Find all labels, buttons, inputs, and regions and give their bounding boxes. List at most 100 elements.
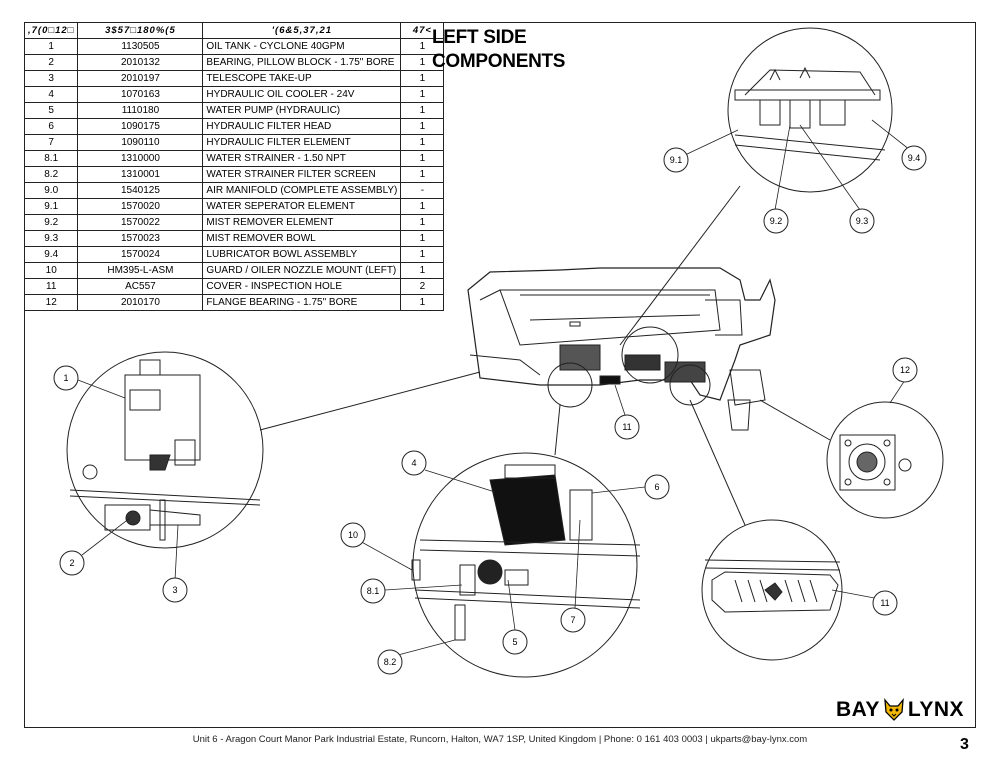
cell-item: 3	[23, 70, 79, 87]
cell-part-number: 1310001	[77, 166, 204, 183]
cell-part-number: 1310000	[77, 150, 204, 167]
cell-description: COVER - INSPECTION HOLE	[202, 278, 402, 295]
cell-item: 10	[23, 262, 79, 279]
cell-item: 11	[23, 278, 79, 295]
detail-oil-tank	[66, 351, 264, 549]
cell-description: HYDRAULIC FILTER HEAD	[202, 118, 402, 135]
cell-part-number: 1570023	[77, 230, 204, 247]
cell-part-number: 1130505	[77, 38, 204, 55]
callout-label: 1	[63, 373, 68, 383]
cell-item: 9.1	[23, 198, 79, 215]
callout-label: 10	[348, 530, 358, 540]
cell-part-number: 1090175	[77, 118, 204, 135]
cell-qty: 1	[400, 166, 445, 183]
cell-part-number: AC557	[77, 278, 204, 295]
cell-qty: 1	[400, 230, 445, 247]
callout-label: 6	[654, 482, 659, 492]
cell-description: LUBRICATOR BOWL ASSEMBLY	[202, 246, 402, 263]
bay-lynx-logo: BAY LYNX	[836, 698, 964, 722]
detail-inspection-cover	[701, 519, 843, 661]
page-title: LEFT SIDE COMPONENTS	[432, 26, 565, 74]
callout-label: 11	[880, 598, 889, 608]
machine-body	[467, 267, 776, 431]
callout-label: 9.4	[908, 153, 921, 163]
header-part-number: 3$57□180%(5	[77, 22, 204, 39]
cell-item: 5	[23, 102, 79, 119]
cell-item: 1	[23, 38, 79, 55]
title-line-2: COMPONENTS	[432, 51, 566, 72]
header-item: ,7(0□12□	[23, 22, 79, 39]
cell-qty: 1	[400, 118, 445, 135]
cell-part-number: 1110180	[77, 102, 204, 119]
callout-bubbles	[53, 145, 927, 675]
callout-label: 9.3	[856, 216, 869, 226]
cell-item: 9.2	[23, 214, 79, 231]
cell-item: 7	[23, 134, 79, 151]
logo-text-right: LYNX	[907, 698, 965, 721]
cell-description: WATER SEPERATOR ELEMENT	[202, 198, 402, 215]
callout-label: 3	[172, 585, 177, 595]
callout-label: 2	[69, 558, 74, 568]
cell-part-number: 2010170	[77, 294, 204, 311]
lynx-head-icon	[884, 698, 904, 721]
callout-label: 8.2	[384, 657, 397, 667]
callout-label: 8.1	[367, 586, 380, 596]
title-line-1: LEFT SIDE	[432, 27, 527, 48]
cell-description: MIST REMOVER ELEMENT	[202, 214, 402, 231]
cell-part-number: HM395-L-ASM	[77, 262, 204, 279]
table-header-row: ,7(0□12□ 3$57□180%(5 '(6&5,37,21 47<	[23, 22, 445, 39]
detail-cooler-pump	[411, 452, 641, 678]
cell-qty: 1	[400, 102, 445, 119]
cell-description: OIL TANK - CYCLONE 40GPM	[202, 38, 402, 55]
cell-qty: 1	[400, 214, 445, 231]
page-number: 3	[960, 736, 969, 753]
header-description: '(6&5,37,21	[202, 22, 402, 39]
cell-description: HYDRAULIC FILTER ELEMENT	[202, 134, 402, 151]
drawing-frame	[24, 22, 976, 728]
cell-description: TELESCOPE TAKE-UP	[202, 70, 402, 87]
cell-qty: -	[400, 182, 445, 199]
cell-part-number: 1540125	[77, 182, 204, 199]
cell-item: 9.0	[23, 182, 79, 199]
logo-text-left: BAY	[836, 698, 880, 721]
cell-qty: 2	[400, 278, 445, 295]
callout-label: 12	[900, 365, 910, 375]
cell-description: BEARING, PILLOW BLOCK - 1.75" BORE	[202, 54, 402, 71]
cell-part-number: 1090110	[77, 134, 204, 151]
cell-item: 9.4	[23, 246, 79, 263]
cell-description: WATER STRAINER - 1.50 NPT	[202, 150, 402, 167]
cell-part-number: 2010132	[77, 54, 204, 71]
callout-label: 7	[570, 615, 575, 625]
cell-description: FLANGE BEARING - 1.75" BORE	[202, 294, 402, 311]
callout-label: 11	[622, 422, 631, 432]
cell-description: WATER PUMP (HYDRAULIC)	[202, 102, 402, 119]
callout-label: 4	[411, 458, 416, 468]
cell-qty: 1	[400, 262, 445, 279]
cell-item: 4	[23, 86, 79, 103]
footer-contact: Unit 6 - Aragon Court Manor Park Industr…	[192, 734, 808, 745]
cell-item: 8.1	[23, 150, 79, 167]
cell-item: 9.3	[23, 230, 79, 247]
cell-item: 2	[23, 54, 79, 71]
cell-item: 12	[23, 294, 79, 311]
cell-part-number: 1070163	[77, 86, 204, 103]
cell-qty: 1	[400, 86, 445, 103]
cell-description: MIST REMOVER BOWL	[202, 230, 402, 247]
